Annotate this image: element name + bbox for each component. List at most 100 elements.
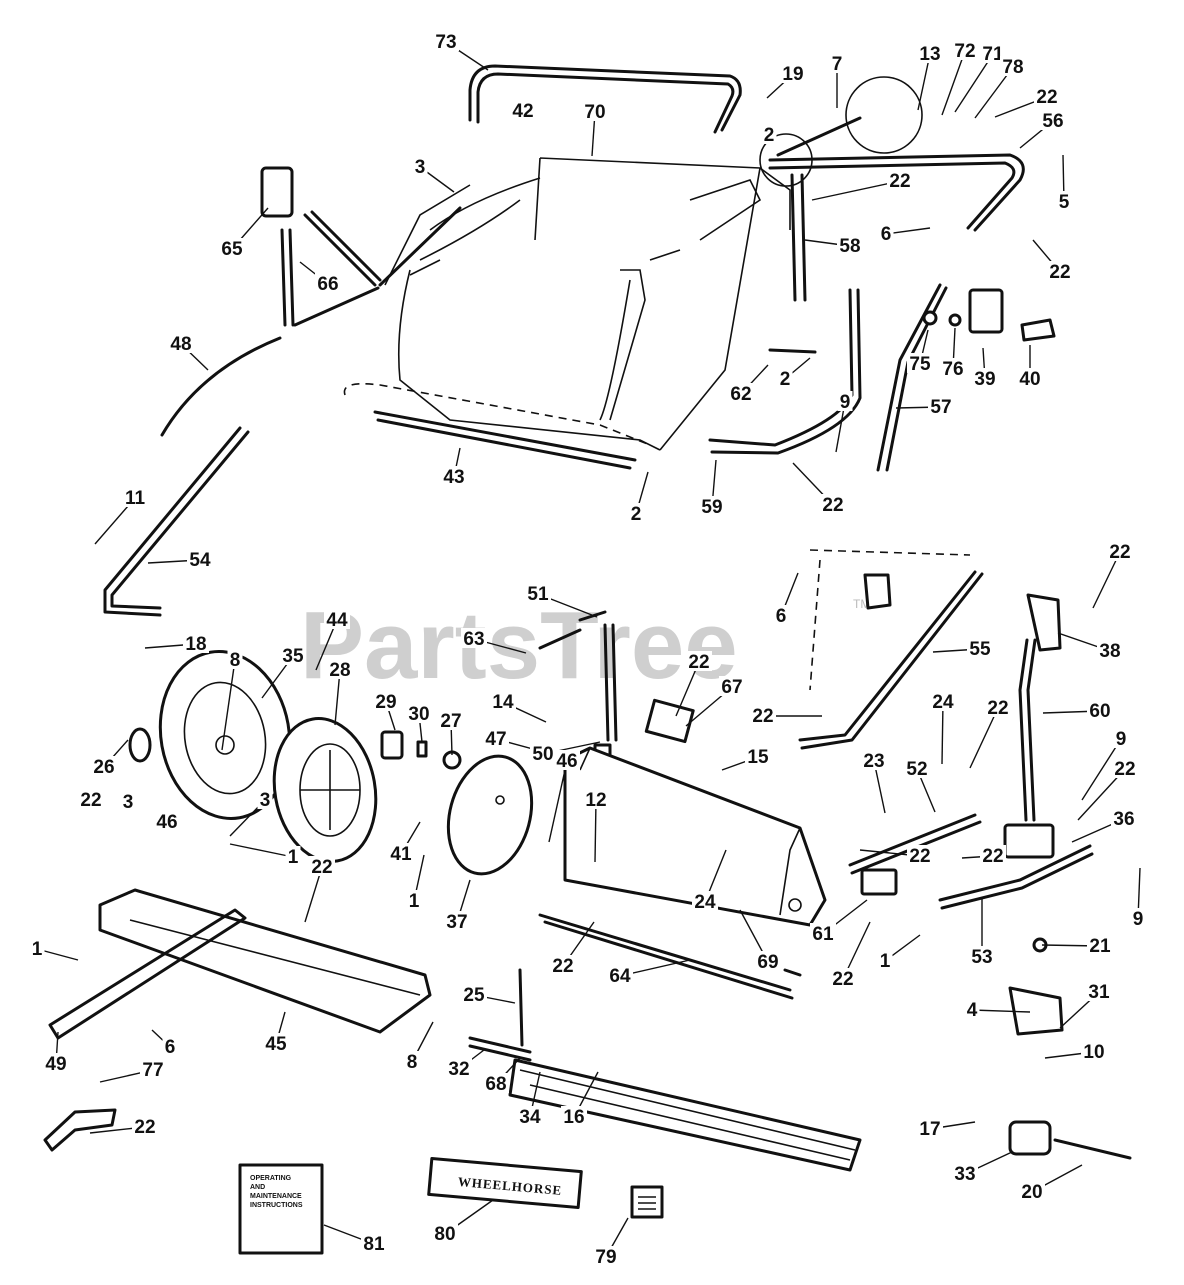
callout-22: 22 bbox=[304, 856, 335, 923]
housing-69 bbox=[563, 698, 827, 927]
label-bg bbox=[837, 235, 863, 255]
part-number: 22 bbox=[1036, 87, 1057, 108]
part-number: 22 bbox=[311, 857, 332, 878]
callout-2: 2 bbox=[777, 357, 811, 390]
callout-69: 69 bbox=[739, 909, 781, 973]
part-number: 61 bbox=[812, 924, 834, 945]
callout-53: 53 bbox=[969, 897, 995, 968]
part-number: 22 bbox=[752, 706, 773, 727]
leader-line bbox=[548, 760, 568, 843]
wheel-28 bbox=[272, 717, 378, 863]
label-bg bbox=[441, 466, 467, 486]
callout-33: 33 bbox=[952, 1151, 1013, 1185]
label-bg bbox=[550, 955, 576, 975]
label-bg bbox=[928, 396, 954, 416]
label-bg bbox=[361, 1233, 387, 1253]
label-bg bbox=[1113, 728, 1129, 748]
part-number: 72 bbox=[954, 41, 975, 62]
part-number: 70 bbox=[584, 102, 605, 123]
part-number: 2 bbox=[764, 125, 775, 146]
callout-10: 10 bbox=[1044, 1041, 1107, 1063]
label-bg bbox=[930, 691, 956, 711]
callout-78: 78 bbox=[974, 56, 1026, 119]
part-number: 22 bbox=[889, 171, 910, 192]
part-number: 68 bbox=[485, 1074, 506, 1095]
rod-58-56 bbox=[759, 76, 1025, 302]
label-bg bbox=[628, 503, 644, 523]
callout-50: 50 bbox=[530, 741, 601, 765]
callout-60: 60 bbox=[1042, 700, 1113, 722]
callout-22: 22 bbox=[969, 697, 1011, 769]
part-number: 11 bbox=[125, 488, 146, 509]
hopper-70 bbox=[343, 157, 791, 470]
part-number: 54 bbox=[189, 550, 211, 571]
callout-18: 18 bbox=[144, 633, 209, 655]
label-bg bbox=[904, 758, 930, 778]
label-bg bbox=[132, 1116, 158, 1136]
label-bg bbox=[985, 697, 1011, 717]
label-bg bbox=[686, 651, 712, 671]
label-bg bbox=[43, 1053, 69, 1073]
callout-43: 43 bbox=[441, 447, 467, 488]
callout-22: 22 bbox=[675, 651, 712, 717]
callout-5: 5 bbox=[1056, 154, 1072, 213]
label-bg bbox=[168, 333, 194, 353]
callout-2: 2 bbox=[761, 124, 777, 146]
callout-25: 25 bbox=[461, 984, 516, 1006]
label-bg bbox=[755, 951, 781, 971]
part-number: 16 bbox=[563, 1107, 584, 1128]
part-number: 65 bbox=[221, 239, 243, 260]
callout-6: 6 bbox=[773, 572, 799, 627]
callout-39: 39 bbox=[972, 347, 998, 390]
part-number: 22 bbox=[688, 652, 709, 673]
part-number: 49 bbox=[45, 1054, 66, 1075]
label-bg bbox=[1107, 541, 1133, 561]
callout-17: 17 bbox=[917, 1118, 976, 1140]
callout-1: 1 bbox=[406, 854, 425, 912]
label-bg bbox=[980, 43, 1006, 63]
disc-37 bbox=[446, 754, 534, 876]
callout-8: 8 bbox=[404, 1021, 434, 1073]
part-number: 6 bbox=[776, 606, 787, 627]
label-bg bbox=[483, 1073, 509, 1093]
callout-21: 21 bbox=[1041, 935, 1113, 957]
part-number: 1 bbox=[409, 891, 420, 912]
leader-line bbox=[971, 1009, 1031, 1013]
callout-8: 8 bbox=[221, 649, 243, 751]
part-number: 50 bbox=[532, 744, 553, 765]
part-number: 12 bbox=[585, 790, 606, 811]
callout-13: 13 bbox=[917, 43, 943, 111]
label-bg bbox=[745, 746, 771, 766]
label-bg bbox=[406, 703, 432, 723]
callout-48: 48 bbox=[168, 333, 209, 371]
leader-line bbox=[969, 707, 999, 769]
callout-79: 79 bbox=[593, 1217, 629, 1268]
callout-9: 9 bbox=[1130, 867, 1146, 930]
callout-46: 46 bbox=[548, 750, 580, 843]
callout-28: 28 bbox=[327, 659, 353, 726]
leader-line bbox=[229, 843, 294, 858]
callout-62: 62 bbox=[728, 364, 769, 405]
label-bg bbox=[917, 1118, 943, 1138]
part-number: 24 bbox=[932, 692, 954, 713]
part-number: 22 bbox=[552, 956, 573, 977]
label-bg bbox=[719, 676, 745, 696]
part-number: 3 bbox=[415, 157, 426, 178]
part-number: 22 bbox=[832, 969, 853, 990]
part-number: 9 bbox=[840, 392, 851, 413]
label-bg bbox=[219, 238, 245, 258]
callout-41: 41 bbox=[388, 821, 421, 865]
label-bg bbox=[829, 53, 845, 73]
decal-80: WHEELHORSE bbox=[427, 1157, 583, 1209]
label-bg bbox=[1087, 935, 1113, 955]
label-bg bbox=[257, 789, 273, 809]
callout-22: 22 bbox=[811, 170, 913, 201]
label-bg bbox=[583, 789, 609, 809]
label-bg bbox=[446, 1058, 472, 1078]
callout-45: 45 bbox=[263, 1011, 289, 1055]
part-number: 44 bbox=[326, 610, 348, 631]
callout-56: 56 bbox=[1019, 110, 1066, 149]
callout-65: 65 bbox=[219, 207, 269, 260]
callout-30: 30 bbox=[406, 703, 432, 743]
